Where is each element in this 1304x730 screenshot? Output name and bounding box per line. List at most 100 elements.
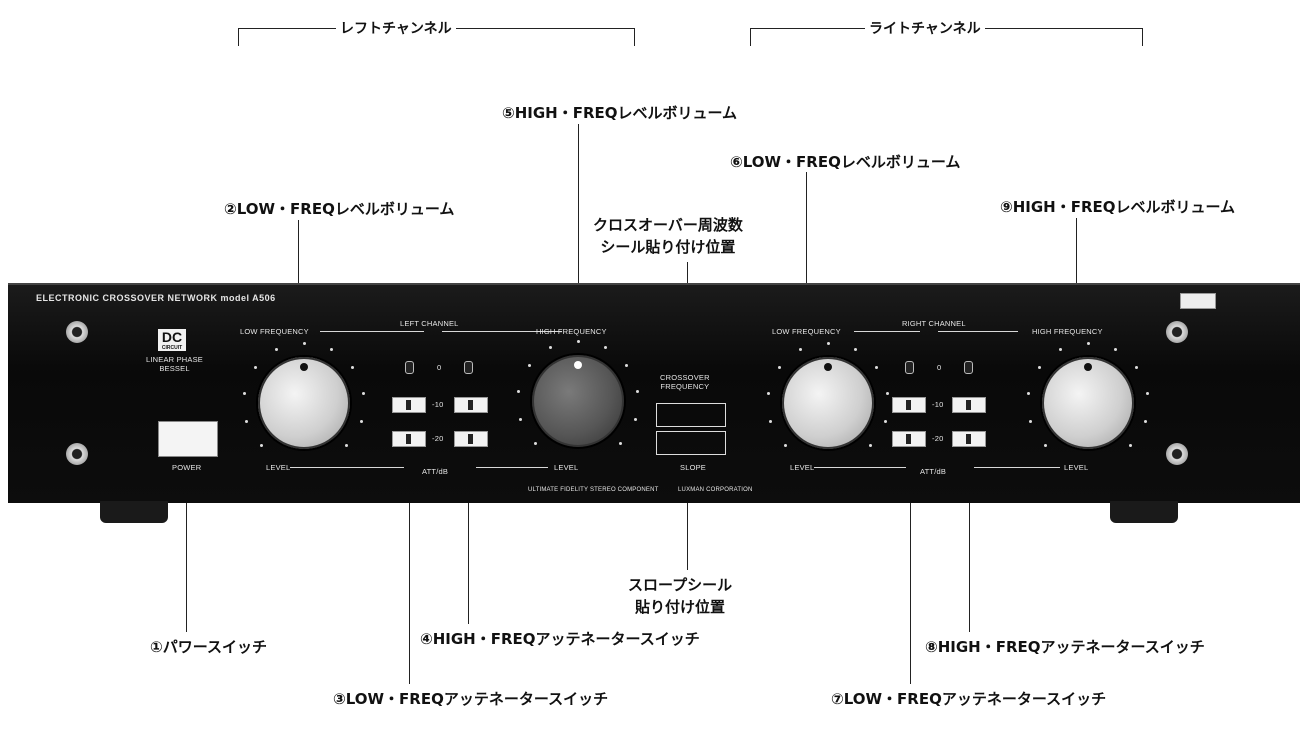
left-channel-label: レフトチャンネル — [336, 18, 456, 38]
knob-pointer — [1084, 363, 1092, 371]
knob-scale-tick — [769, 420, 773, 424]
knob-scale-tick — [633, 418, 637, 422]
knob-scale-tick — [275, 348, 279, 352]
lever-pin — [468, 434, 473, 444]
left-att-db-label: ATT/dB — [422, 467, 449, 476]
left-low-att-indicator — [405, 361, 414, 374]
callout-high-freq-level-left: ⑤HIGH・FREQレベルボリューム — [502, 104, 738, 122]
left-low-att-lever-10[interactable] — [392, 397, 426, 413]
rack-screw-bottom-right — [1166, 443, 1188, 465]
knob-scale-tick — [243, 392, 247, 396]
right-low-att-lever-10[interactable] — [892, 397, 926, 413]
leader-c2 — [298, 220, 299, 305]
callout-high-freq-att-left: ④HIGH・FREQアッテネータースイッチ — [420, 630, 700, 648]
leader-slope — [687, 460, 688, 570]
left-high-att-indicator — [464, 361, 473, 374]
callout-high-freq-att-right: ⑧HIGH・FREQアッテネータースイッチ — [925, 638, 1205, 656]
leader-c3 — [409, 420, 410, 684]
crossover-sticker-slot — [656, 403, 726, 427]
knob-scale-tick — [777, 366, 781, 370]
knob-pointer — [824, 363, 832, 371]
right-foot — [1110, 501, 1178, 523]
left-channel-panel-label: LEFT CHANNEL — [400, 319, 459, 328]
callout-low-freq-att-right: ⑦LOW・FREQアッテネータースイッチ — [831, 690, 1107, 708]
right-low-freq-level-knob[interactable] — [780, 355, 876, 451]
brand-logo — [1180, 293, 1216, 309]
crossover-front-panel: ELECTRONIC CROSSOVER NETWORK model A506 … — [8, 283, 1300, 503]
left-att-10: -10 — [432, 400, 444, 409]
right-high-line — [938, 331, 1018, 332]
knob-scale-tick — [260, 443, 264, 447]
knob-scale-tick — [1086, 341, 1090, 345]
left-low-att-lever-20[interactable] — [392, 431, 426, 447]
rack-screw-bottom-left — [66, 443, 88, 465]
leader-c8 — [969, 420, 970, 632]
knob-scale-tick — [1113, 348, 1117, 352]
lever-pin — [966, 434, 971, 444]
slope-sticker-slot — [656, 431, 726, 455]
knob-scale-tick — [549, 346, 553, 350]
knob-scale-tick — [875, 366, 879, 370]
left-level-line-1 — [290, 467, 404, 468]
knob-scale-tick — [1059, 348, 1063, 352]
lever-pin — [406, 400, 411, 410]
left-low-level-label: LEVEL — [266, 463, 291, 472]
knob-scale-tick — [826, 341, 830, 345]
knob-scale-tick — [359, 420, 363, 424]
knob-scale-tick — [245, 420, 249, 424]
knob-scale-tick — [635, 390, 639, 394]
right-att-db-label: ATT/dB — [920, 467, 947, 476]
knob-scale-tick — [784, 443, 788, 447]
right-high-level-label: LEVEL — [1064, 463, 1089, 472]
right-low-att-lever-20[interactable] — [892, 431, 926, 447]
callout-power-switch: ①パワースイッチ — [150, 638, 267, 656]
right-high-frequency-label: HIGH FREQUENCY — [1032, 327, 1103, 336]
left-low-line — [320, 331, 424, 332]
lever-pin — [468, 400, 473, 410]
callout-low-freq-att-left: ③LOW・FREQアッテネータースイッチ — [333, 690, 609, 708]
rack-screw-top-left — [66, 321, 88, 343]
right-high-freq-level-knob[interactable] — [1040, 355, 1136, 451]
left-foot — [100, 501, 168, 523]
callout-slope-sticker: スロープシール 貼り付け位置 — [628, 576, 733, 616]
knob-scale-tick — [618, 441, 622, 445]
knob-scale-tick — [1044, 443, 1048, 447]
rack-screw-top-right — [1166, 321, 1188, 343]
left-high-line — [442, 331, 562, 332]
knob-scale-tick — [329, 348, 333, 352]
leader-c1 — [186, 420, 187, 632]
callout-low-freq-level-right: ⑥LOW・FREQレベルボリューム — [730, 153, 961, 171]
right-high-att-lever-10[interactable] — [952, 397, 986, 413]
knob-scale-tick — [302, 341, 306, 345]
knob-scale-tick — [527, 364, 531, 368]
left-high-att-lever-10[interactable] — [454, 397, 488, 413]
right-high-att-indicator — [964, 361, 973, 374]
left-high-freq-level-knob[interactable] — [530, 353, 626, 449]
knob-scale-tick — [344, 443, 348, 447]
linear-phase-text: LINEAR PHASE BESSEL — [146, 355, 204, 373]
left-bracket-tick-left — [238, 28, 239, 46]
left-high-level-label: LEVEL — [554, 463, 579, 472]
dc-badge: DC CIRCUIT — [158, 329, 186, 351]
knob-scale-tick — [361, 392, 365, 396]
leader-c6 — [806, 172, 807, 362]
knob-scale-tick — [576, 339, 580, 343]
knob-scale-tick — [519, 418, 523, 422]
lever-pin — [906, 434, 911, 444]
left-high-att-lever-20[interactable] — [454, 431, 488, 447]
knob-scale-tick — [868, 443, 872, 447]
knob-scale-tick — [351, 366, 355, 370]
knob-scale-tick — [799, 348, 803, 352]
right-high-att-lever-20[interactable] — [952, 431, 986, 447]
left-att-0: 0 — [437, 363, 442, 372]
left-bracket-tick-right — [634, 28, 635, 46]
power-switch[interactable] — [158, 421, 218, 457]
right-low-line — [854, 331, 920, 332]
crossover-frequency-label: CROSSOVER FREQUENCY — [660, 373, 710, 391]
knob-scale-tick — [517, 390, 521, 394]
leader-c4 — [468, 420, 469, 624]
knob-scale-tick — [1135, 366, 1139, 370]
lever-pin — [966, 400, 971, 410]
left-low-freq-level-knob[interactable] — [256, 355, 352, 451]
leader-c5 — [578, 124, 579, 372]
